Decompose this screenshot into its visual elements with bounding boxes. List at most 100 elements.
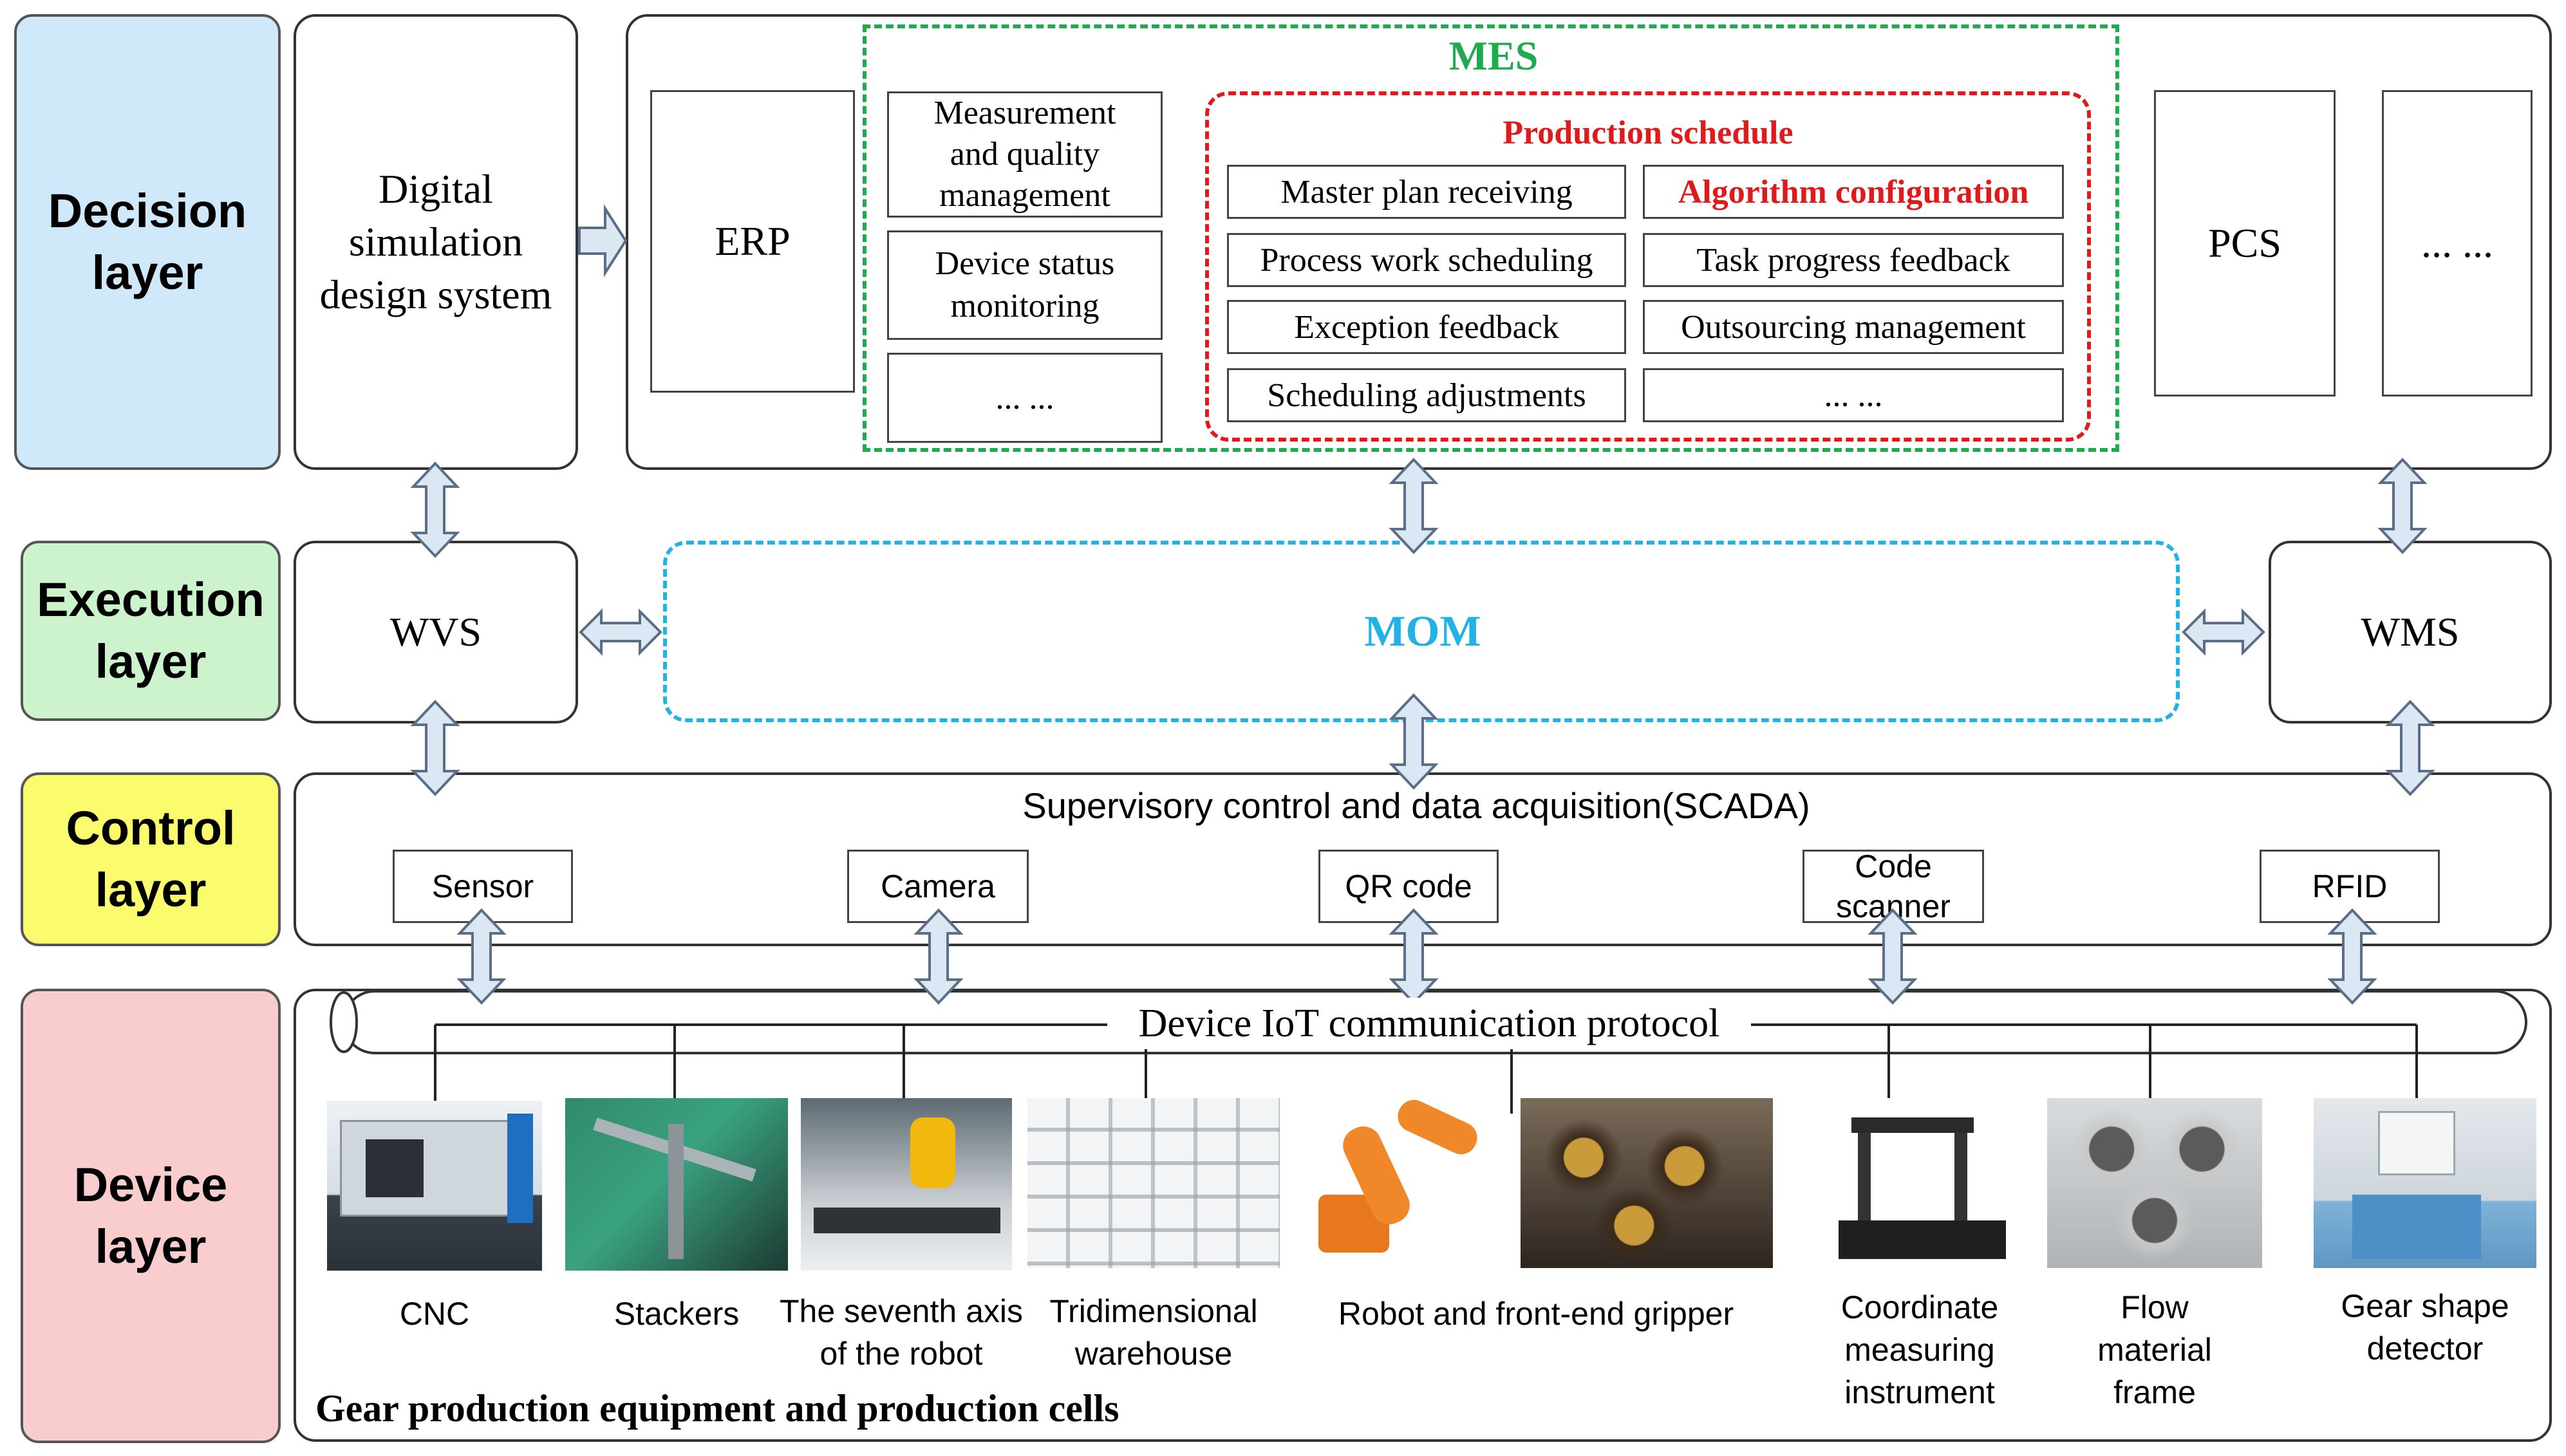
pcs-label: PCS bbox=[2208, 220, 2281, 266]
execution-label-line1: Execution bbox=[37, 573, 265, 626]
double-arrow-vertical-icon bbox=[412, 462, 458, 557]
decision-label-line1: Decision bbox=[48, 184, 247, 238]
decision-more-text: ... ... bbox=[2421, 220, 2493, 266]
seventh-axis-photo bbox=[801, 1098, 1012, 1271]
control-label-line1: Control bbox=[66, 801, 236, 855]
schedule-item-adjustments: Scheduling adjustments bbox=[1227, 368, 1626, 422]
robot-caption: Robot and front-end gripper bbox=[1299, 1293, 1773, 1335]
double-arrow-vertical-icon bbox=[1391, 909, 1437, 1004]
gear-detector-caption: Gear shape detector bbox=[2298, 1285, 2552, 1370]
schedule-item-outsourcing: Outsourcing management bbox=[1643, 300, 2064, 354]
protocol-label: Device IoT communication protocol bbox=[1107, 998, 1751, 1049]
scada-title: Supervisory control and data acquisition… bbox=[708, 778, 2124, 833]
erp-label: ERP bbox=[715, 218, 791, 264]
caption-line: CNC bbox=[399, 1296, 470, 1332]
rfid-label: RFID bbox=[2312, 868, 2388, 904]
device-footer-text: Gear production equipment and production… bbox=[315, 1387, 1119, 1430]
double-arrow-vertical-icon bbox=[2387, 700, 2433, 796]
schedule-item-more: ... ... bbox=[1643, 368, 2064, 422]
stackers-caption: Stackers bbox=[565, 1293, 788, 1335]
sensor-box: Sensor bbox=[393, 850, 573, 923]
mom-title: MOM bbox=[1262, 599, 1584, 663]
gripper-gears-photo bbox=[1521, 1098, 1773, 1268]
caption-line: frame bbox=[2113, 1374, 2196, 1410]
double-arrow-vertical-icon bbox=[1869, 909, 1916, 1004]
double-arrow-vertical-icon bbox=[1391, 458, 1437, 554]
caption-line: detector bbox=[2366, 1330, 2484, 1367]
device-label-line1: Device bbox=[73, 1158, 228, 1211]
caption-line: Gear shape bbox=[2341, 1288, 2509, 1324]
caption-line: Flow bbox=[2121, 1289, 2189, 1325]
control-label-line2: layer bbox=[95, 863, 207, 917]
double-arrow-vertical-icon bbox=[2379, 458, 2426, 554]
double-arrow-horizontal-icon bbox=[579, 610, 662, 654]
double-arrow-vertical-icon bbox=[915, 909, 962, 1004]
production-schedule-title-text: Production schedule bbox=[1503, 114, 1793, 151]
caption-line: Stackers bbox=[613, 1296, 740, 1332]
schedule-item-text: Process work scheduling bbox=[1260, 241, 1593, 279]
caption-line: instrument bbox=[1844, 1374, 1995, 1410]
execution-label-line2: layer bbox=[95, 635, 207, 688]
protocol-label-text: Device IoT communication protocol bbox=[1138, 1001, 1720, 1045]
qr-code-label: QR code bbox=[1345, 868, 1472, 904]
seventh-axis-caption: The seventh axis of the robot bbox=[773, 1290, 1030, 1375]
wms-label: WMS bbox=[2361, 609, 2460, 655]
gear-detector-photo bbox=[2314, 1098, 2536, 1268]
schedule-item-text: Scheduling adjustments bbox=[1267, 377, 1586, 414]
schedule-item-algorithm-config: Algorithm configuration bbox=[1643, 165, 2064, 219]
camera-label: Camera bbox=[881, 868, 995, 904]
digital-sim-line1: Digital bbox=[379, 166, 493, 212]
cmm-photo bbox=[1819, 1098, 2020, 1268]
mes-title-text: MES bbox=[1448, 33, 1539, 79]
production-schedule-frame bbox=[1205, 91, 2091, 442]
digital-sim-line2: simulation bbox=[348, 219, 523, 265]
cnc-caption: CNC bbox=[327, 1293, 542, 1335]
double-arrow-vertical-icon bbox=[1391, 694, 1437, 789]
robot-arm-photo bbox=[1299, 1098, 1505, 1268]
wvs-label: WVS bbox=[389, 609, 482, 655]
schedule-item-process-work: Process work scheduling bbox=[1227, 233, 1626, 287]
cnc-photo bbox=[327, 1101, 542, 1271]
caption-line: of the robot bbox=[819, 1336, 983, 1372]
measurement-line1: Measurement bbox=[933, 95, 1116, 131]
caption-line: measuring bbox=[1844, 1332, 1995, 1368]
device-layer-label: Device layer bbox=[21, 989, 281, 1443]
measurement-quality-box: Measurement and quality management bbox=[887, 91, 1163, 218]
pcs-box: PCS bbox=[2154, 90, 2336, 397]
caption-line: Tridimensional bbox=[1049, 1293, 1258, 1329]
single-arrow-right-icon bbox=[578, 204, 628, 277]
caption-line: warehouse bbox=[1074, 1336, 1233, 1372]
execution-layer-label: Execution layer bbox=[21, 541, 281, 721]
scada-title-text: Supervisory control and data acquisition… bbox=[1022, 785, 1810, 826]
warehouse-caption: Tridimensional warehouse bbox=[1027, 1290, 1280, 1375]
measurement-line2: and quality bbox=[950, 136, 1100, 173]
flow-frame-caption: Flow material frame bbox=[2047, 1286, 2262, 1414]
rfid-box: RFID bbox=[2260, 850, 2440, 923]
schedule-item-text: Outsourcing management bbox=[1681, 308, 2026, 346]
schedule-item-text: Task progress feedback bbox=[1696, 241, 2010, 279]
schedule-item-task-progress: Task progress feedback bbox=[1643, 233, 2064, 287]
double-arrow-vertical-icon bbox=[458, 909, 505, 1004]
device-status-line1: Device status bbox=[935, 245, 1115, 282]
digital-sim-line3: design system bbox=[319, 272, 552, 317]
schedule-item-text: Master plan receiving bbox=[1280, 173, 1573, 210]
caption-line: The seventh axis bbox=[780, 1293, 1023, 1329]
device-label-line2: layer bbox=[95, 1220, 207, 1273]
mes-frame bbox=[863, 24, 2119, 452]
flow-frame-photo bbox=[2047, 1098, 2262, 1268]
warehouse-photo bbox=[1027, 1098, 1280, 1268]
wms-box: WMS bbox=[2269, 541, 2552, 723]
production-schedule-title: Production schedule bbox=[1416, 108, 1880, 157]
mom-title-text: MOM bbox=[1364, 606, 1481, 655]
caption-line: Coordinate bbox=[1840, 1289, 1999, 1325]
schedule-item-text: Algorithm configuration bbox=[1678, 173, 2029, 210]
sensor-label: Sensor bbox=[431, 868, 534, 904]
schedule-item-text: Exception feedback bbox=[1294, 308, 1559, 346]
code-scanner-line1: Code bbox=[1855, 848, 1932, 884]
device-status-box: Device status monitoring bbox=[887, 230, 1163, 340]
double-arrow-horizontal-icon bbox=[2182, 610, 2265, 654]
decision-more-box: ... ... bbox=[2382, 90, 2533, 397]
decision-label-line2: layer bbox=[91, 246, 203, 299]
schedule-item-text: ... ... bbox=[1824, 377, 1883, 414]
double-arrow-vertical-icon bbox=[412, 700, 458, 796]
